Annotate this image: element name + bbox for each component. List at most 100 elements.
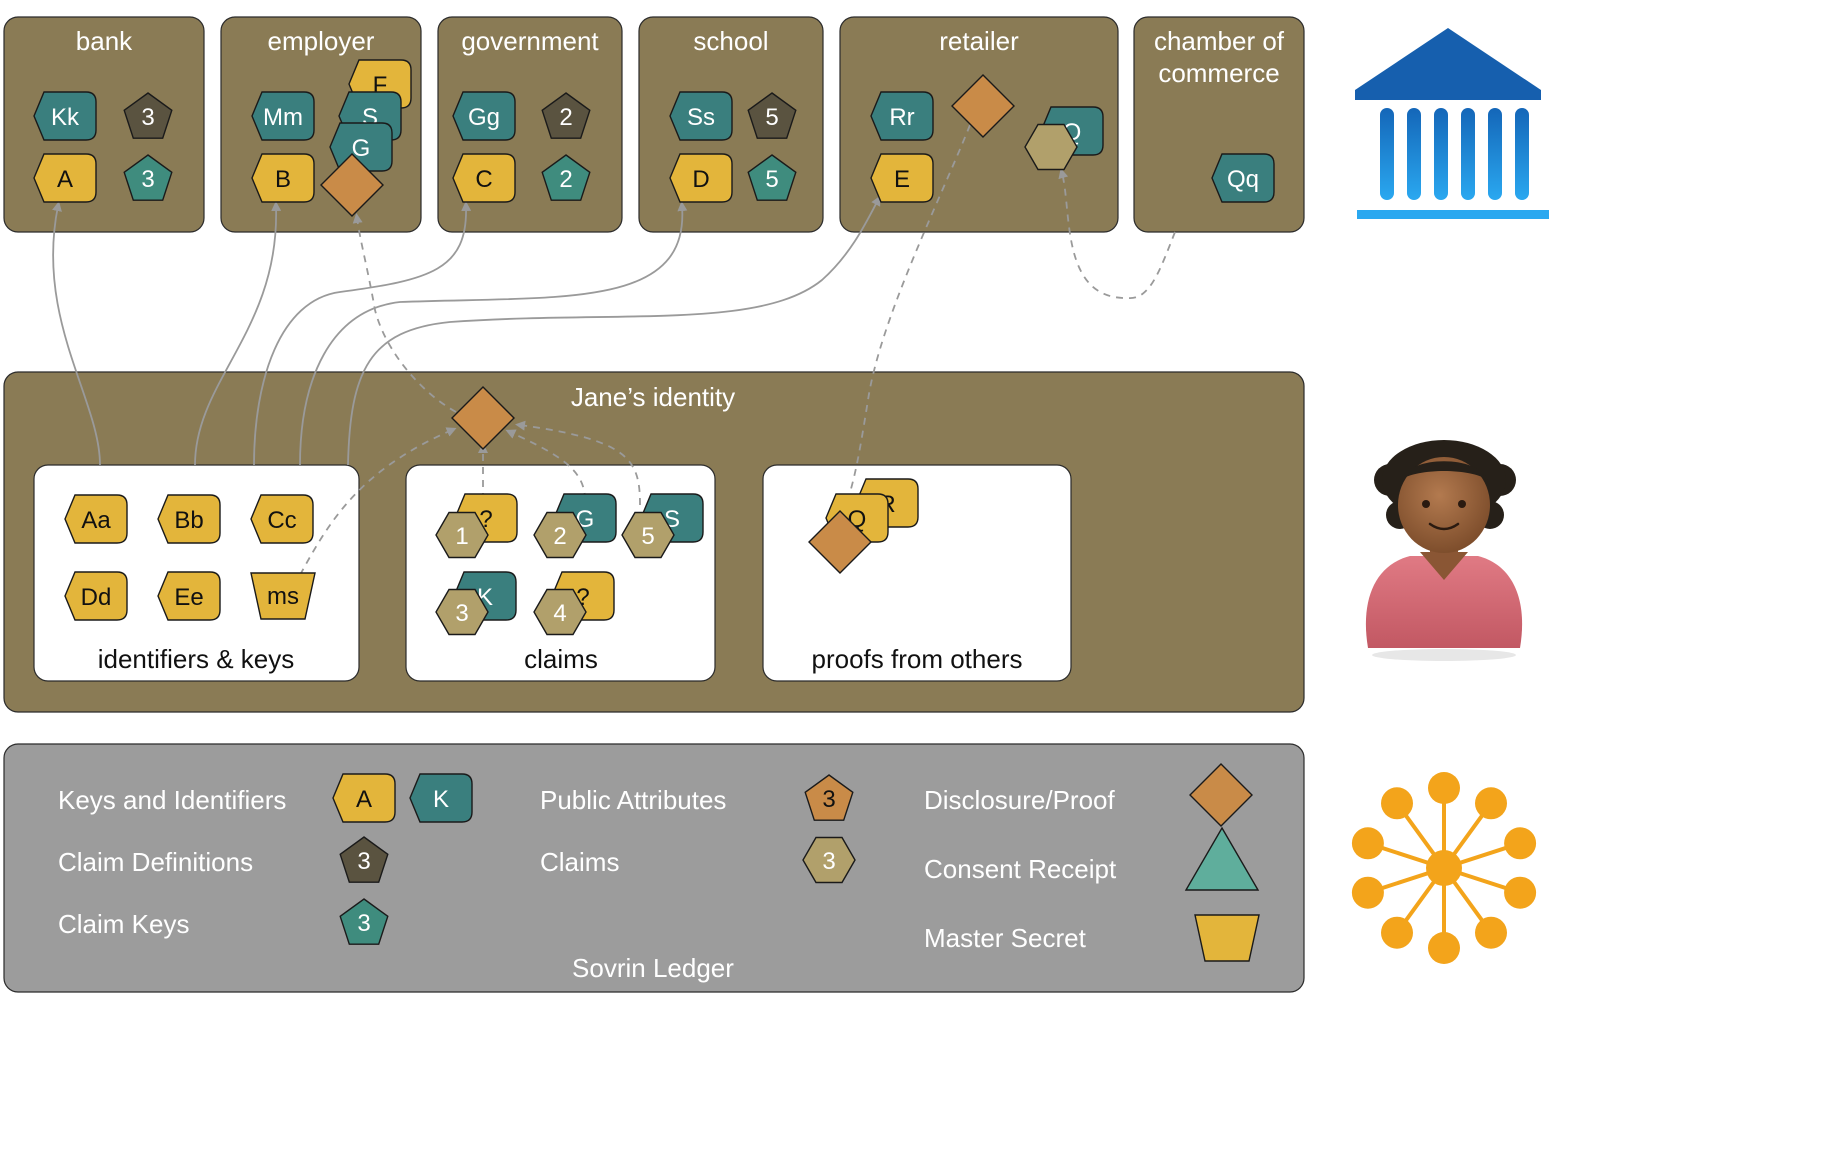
proofs-label: proofs from others <box>812 644 1023 674</box>
claim-3-label: 3 <box>455 600 468 627</box>
token-cc: Cc <box>250 494 314 544</box>
legend-claim-key: 3 <box>339 898 389 945</box>
legend-claim-definitions-label: Claim Definitions <box>58 847 253 877</box>
claim-definition-5-label: 5 <box>765 104 778 131</box>
org-bank: bank <box>3 16 205 233</box>
person-icon <box>1365 440 1523 661</box>
token-c-label: C <box>475 166 492 193</box>
token-mm-label: Mm <box>263 104 303 131</box>
proof-diamond <box>320 153 384 217</box>
proof-diamond-others <box>808 510 872 574</box>
legend-keys-identifiers-k-label: K <box>433 786 449 813</box>
legend-public-attributes-label: Public Attributes <box>540 785 726 815</box>
legend-claim-key-label: 3 <box>357 910 370 937</box>
token-aa: Aa <box>64 494 128 544</box>
arrow-cc-to-government <box>253 201 472 466</box>
master-secret-ms-label: ms <box>267 583 299 610</box>
identity-title: Jane’s identity <box>571 382 735 412</box>
token-kk: Kk <box>33 91 97 141</box>
legend-claims-label: Claims <box>540 847 619 877</box>
legend-claim-keys-label: Claim Keys <box>58 909 189 939</box>
token-ee-label: Ee <box>174 584 203 611</box>
token-gg-label: Gg <box>468 104 500 131</box>
token-qq: Qq <box>1211 153 1275 203</box>
token-bb: Bb <box>157 494 221 544</box>
master-secret-ms: ms <box>250 572 316 620</box>
claim-4-label: 4 <box>553 600 566 627</box>
legend-keys-identifiers-a-label: A <box>356 786 372 813</box>
legend-claim: 3 <box>802 836 856 884</box>
dashed-claim5-to-proof <box>515 420 641 506</box>
token-b: B <box>251 153 315 203</box>
claim-3: 3 <box>435 588 489 636</box>
token-a-label: A <box>57 166 73 193</box>
token-e-label: E <box>894 166 910 193</box>
dashed-proof-to-employer <box>352 213 457 413</box>
token-a: A <box>33 153 97 203</box>
legend-master-secret <box>1194 914 1260 962</box>
legend-claim-label: 3 <box>822 848 835 875</box>
legend-keys-identifiers-k: K <box>409 773 473 823</box>
token-cc-label: Cc <box>267 507 296 534</box>
claim-1: 1 <box>435 511 489 559</box>
token-aa-label: Aa <box>81 507 111 534</box>
arrow-bb-to-employer <box>194 201 282 466</box>
claim-2-label: 2 <box>553 523 566 550</box>
claim-2: 2 <box>533 511 587 559</box>
org-name: retailer <box>939 26 1019 56</box>
token-b-label: B <box>275 166 291 193</box>
claim-definition-3-label: 3 <box>141 104 154 131</box>
sovrin-ledger-panel: Keys and Identifiers Claim Definitions C… <box>3 743 1305 993</box>
claim-hexagon <box>1024 123 1078 171</box>
token-g: G <box>329 122 393 172</box>
token-mm: Mm <box>251 91 315 141</box>
token-dd: Dd <box>64 571 128 621</box>
token-rr-label: Rr <box>889 104 914 131</box>
ledger-title: Sovrin Ledger <box>572 953 734 983</box>
legend-disclosure-proof-label: Disclosure/Proof <box>924 785 1116 815</box>
token-gg: Gg <box>452 91 516 141</box>
claim-key-3: 3 <box>123 154 173 201</box>
legend-consent-receipt-label: Consent Receipt <box>924 854 1117 884</box>
dashed-ms-to-proof <box>299 427 457 576</box>
org-name-line2: commerce <box>1158 58 1279 88</box>
org-name: employer <box>268 26 375 56</box>
legend-disclosure-proof <box>1189 763 1253 827</box>
claim-key-2-label: 2 <box>559 166 572 193</box>
claim-definition-2-label: 2 <box>559 104 572 131</box>
dashed-retailer-to-proofs <box>841 124 971 513</box>
dashed-claim2-to-proof <box>505 429 586 501</box>
claim-definition-3: 3 <box>123 92 173 139</box>
connectors <box>52 124 1176 576</box>
token-dd-label: Dd <box>81 584 112 611</box>
claim-key-5: 5 <box>747 154 797 201</box>
legend-master-secret-label: Master Secret <box>924 923 1087 953</box>
token-rr: Rr <box>870 91 934 141</box>
dashed-chamber-to-retailer <box>1058 168 1176 299</box>
legend-public-attribute-label: 3 <box>822 786 835 813</box>
claim-1-label: 1 <box>455 523 468 550</box>
token-c: C <box>452 153 516 203</box>
legend-claim-definition: 3 <box>339 836 389 883</box>
arrow-aa-to-bank <box>52 201 101 466</box>
claim-definition-2: 2 <box>541 92 591 139</box>
org-name-line1: chamber of <box>1154 26 1285 56</box>
org-name: bank <box>76 26 133 56</box>
org-name: government <box>461 26 599 56</box>
token-qq-label: Qq <box>1227 166 1259 193</box>
token-g-label: G <box>352 135 371 162</box>
org-name: school <box>693 26 768 56</box>
token-bb-label: Bb <box>174 507 203 534</box>
claim-5-label: 5 <box>641 523 654 550</box>
legend-keys-identifiers-a: A <box>332 773 396 823</box>
claim-4: 4 <box>533 588 587 636</box>
legend-claim-definition-label: 3 <box>357 848 370 875</box>
claim-5: 5 <box>621 511 675 559</box>
claim-key-5-label: 5 <box>765 166 778 193</box>
token-e: E <box>870 153 934 203</box>
legend-consent-receipt <box>1184 826 1260 891</box>
claims-label: claims <box>524 644 598 674</box>
ids-keys-label: identifiers & keys <box>98 644 295 674</box>
